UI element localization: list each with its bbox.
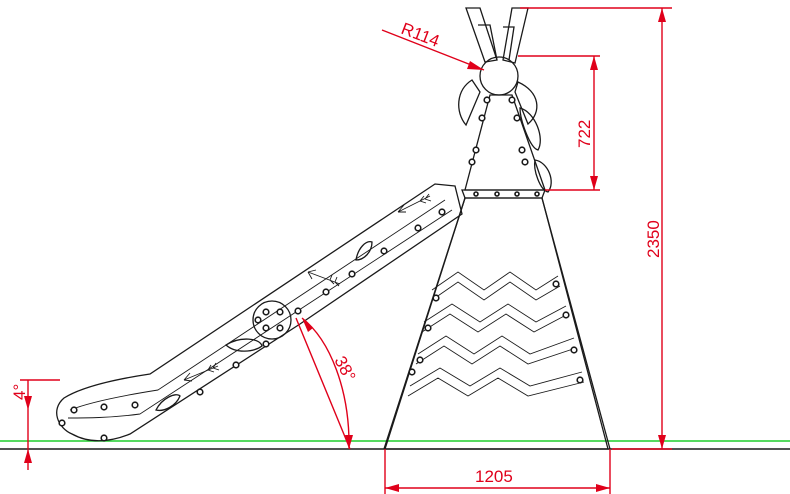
zigzag-pattern <box>407 271 585 397</box>
leaf-decoration <box>224 338 263 352</box>
top-ball <box>479 56 519 96</box>
slide-body <box>56 183 463 442</box>
dimension-slide-angle: 38° <box>330 353 359 385</box>
slide-rail-upper <box>69 199 446 411</box>
leg-left <box>383 197 466 450</box>
dimension-722: 722 <box>518 55 600 191</box>
tower-bolts <box>408 96 584 384</box>
dimension-r114: R114 <box>381 19 485 71</box>
slide <box>56 183 463 442</box>
dimension-1205: 1205 <box>384 449 611 494</box>
dimension-exit-angle: 4° <box>10 384 29 400</box>
top-pole-right <box>502 7 529 64</box>
dimension-2350: 2350 <box>520 7 672 450</box>
head-right-ear <box>514 81 538 126</box>
ground-lines <box>0 440 790 450</box>
leaf-decoration <box>155 394 181 412</box>
handle-upper <box>519 107 541 151</box>
leaf-decoration <box>355 241 373 261</box>
top-pole-right-inner <box>503 26 515 61</box>
arrow-decoration <box>183 362 220 382</box>
dimension-base-width: 1205 <box>475 467 513 486</box>
main-body <box>384 197 609 450</box>
arrow-decoration <box>307 269 341 287</box>
dimension-radius: R114 <box>399 19 443 51</box>
top-pole-left-inner <box>478 24 498 61</box>
dimension-total-height: 2350 <box>644 220 663 258</box>
dimension-upper-height: 722 <box>575 120 594 148</box>
slide-bolts <box>58 208 446 442</box>
arrow-decoration <box>397 193 432 213</box>
head-left-ear <box>458 79 481 127</box>
dimension-4-degrees: 4° <box>10 379 60 470</box>
slide-rail-lower <box>67 209 453 419</box>
upper-panel <box>464 94 546 191</box>
slide-round-plate <box>252 300 292 340</box>
tower <box>383 7 611 450</box>
leg-right <box>541 197 611 450</box>
dimension-38-degrees: 38° <box>295 317 359 450</box>
handle-lower <box>534 159 552 193</box>
